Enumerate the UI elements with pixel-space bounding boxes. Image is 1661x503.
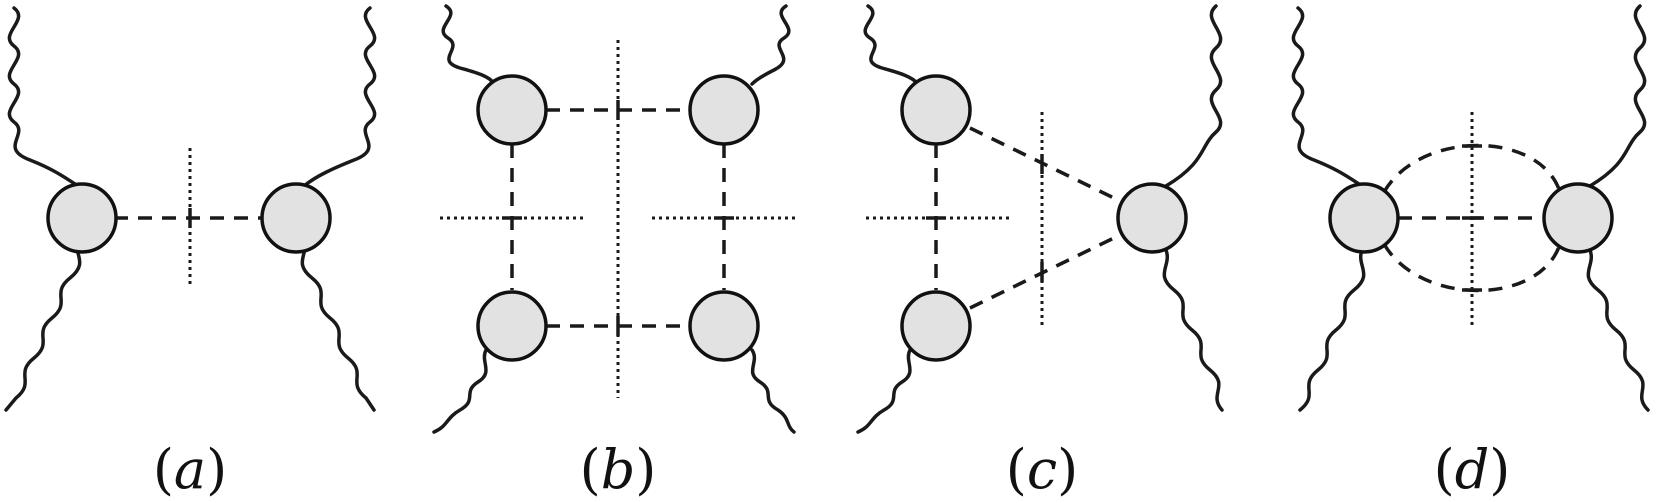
- vertex-blob: [1328, 182, 1400, 254]
- wavy-line: [1588, 4, 1647, 188]
- panel-caption: (d): [1434, 438, 1511, 501]
- panel-caption: (c): [1006, 438, 1078, 501]
- vertex-blob: [1542, 182, 1614, 254]
- wavy-line: [300, 236, 376, 412]
- vertex-blob: [46, 182, 118, 254]
- caption-open-paren: (: [153, 438, 174, 501]
- vertex-blob: [260, 182, 332, 254]
- vertex-blob: [1116, 182, 1188, 254]
- wavy-line: [750, 4, 791, 86]
- caption-open-paren: (: [1434, 438, 1455, 501]
- vertex-blob: [688, 290, 760, 362]
- panel-a: (a): [4, 6, 377, 501]
- wavy-line: [856, 348, 912, 434]
- wavy-line: [302, 6, 377, 188]
- vertex-blob: [900, 74, 972, 146]
- caption-close-paren: ): [1057, 438, 1078, 501]
- wavy-line: [441, 4, 496, 86]
- wavy-line: [1298, 248, 1366, 412]
- caption-label: d: [1455, 438, 1490, 501]
- panel-d: (d): [1291, 4, 1650, 501]
- caption-open-paren: (: [1006, 438, 1027, 501]
- wavy-line: [7, 6, 80, 188]
- wavy-line: [1164, 4, 1223, 188]
- vertex-blob: [900, 290, 972, 362]
- caption-close-paren: ): [635, 438, 656, 501]
- wavy-line: [1586, 248, 1650, 412]
- wavy-line: [1162, 248, 1224, 412]
- vertex-blob: [476, 290, 548, 362]
- wavy-line: [863, 4, 920, 86]
- panel-b: (b): [432, 4, 796, 501]
- caption-close-paren: ): [206, 438, 227, 501]
- propagator-dashed: [969, 126, 1119, 202]
- panel-caption: (a): [153, 438, 227, 501]
- panel-caption: (b): [580, 438, 657, 501]
- propagator-dashed: [969, 234, 1119, 310]
- wavy-line: [1291, 6, 1364, 188]
- caption-open-paren: (: [580, 438, 601, 501]
- wavy-line: [432, 348, 488, 434]
- caption-label: b: [601, 438, 636, 501]
- caption-close-paren: ): [1489, 438, 1510, 501]
- vertex-blob: [688, 74, 760, 146]
- vertex-blob: [476, 74, 548, 146]
- caption-label: a: [174, 438, 206, 501]
- wavy-line: [750, 348, 796, 434]
- panel-c: (c): [856, 4, 1224, 501]
- wavy-line: [4, 236, 82, 412]
- caption-label: c: [1027, 438, 1057, 501]
